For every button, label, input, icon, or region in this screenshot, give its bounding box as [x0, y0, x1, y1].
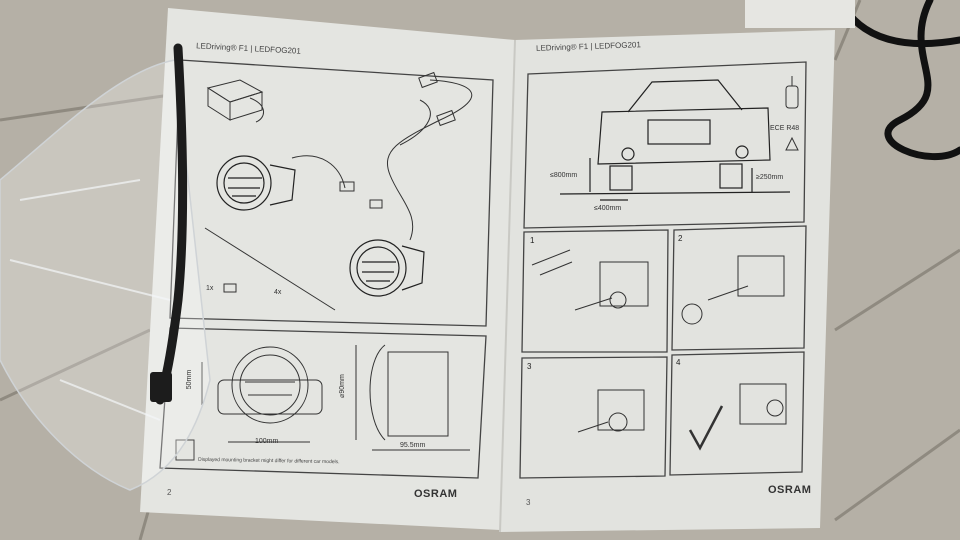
step-2-frame [671, 225, 807, 351]
step-3-number: 3 [527, 362, 532, 371]
package-box-drawing [206, 79, 264, 123]
dimension-drawing-frame [159, 327, 487, 479]
cable-tie-head [150, 372, 172, 402]
parts-illustration-frame [169, 59, 494, 327]
step-4-frame [669, 351, 805, 476]
bag-highlights [9, 179, 171, 421]
step-2-number: 2 [678, 234, 683, 243]
hand-icon [785, 76, 799, 109]
cable-tie-count: 1x [206, 285, 214, 292]
step-3-frame [519, 356, 668, 479]
fog-lamp-drawing-1 [216, 155, 296, 211]
step-1-frame [521, 229, 669, 353]
step-4-drawing [688, 383, 787, 451]
dim-diameter: ⌀90mm [338, 374, 346, 398]
step-1-number: 1 [530, 236, 535, 245]
step-4-number: 4 [676, 358, 681, 367]
right-page-number: 3 [526, 498, 531, 507]
dim-height-min: ≥250mm [756, 174, 784, 181]
paper-scrap [745, 0, 855, 28]
dim-side: ≤400mm [594, 205, 622, 212]
connector-count: 4x [274, 289, 282, 296]
side-view-drawing [355, 344, 470, 451]
right-brand-logo: OSRAM [768, 484, 812, 496]
ece-label: ECE R48 [770, 125, 800, 132]
step-2-drawing [681, 255, 785, 325]
cable-tie-drawing [204, 227, 336, 311]
left-brand-logo: OSRAM [414, 488, 458, 500]
page-spine [499, 39, 516, 533]
step-3-drawing [577, 389, 645, 433]
car-height-frame [523, 61, 807, 229]
note-icon [175, 439, 195, 461]
dim-height-max: ≤800mm [550, 172, 578, 179]
warning-icon [785, 136, 799, 151]
left-page-number: 2 [167, 488, 172, 497]
dim-height: 50mm [186, 369, 194, 390]
step-1-drawing [531, 249, 649, 311]
dim-width: 100mm [255, 438, 279, 445]
left-page [140, 8, 515, 530]
wiring-harness-drawing [291, 71, 473, 241]
front-view-drawing [201, 346, 323, 443]
fog-lamp-drawing-2 [349, 239, 425, 297]
dim-depth: 95.5mm [400, 442, 426, 449]
car-front-drawing [559, 79, 791, 201]
